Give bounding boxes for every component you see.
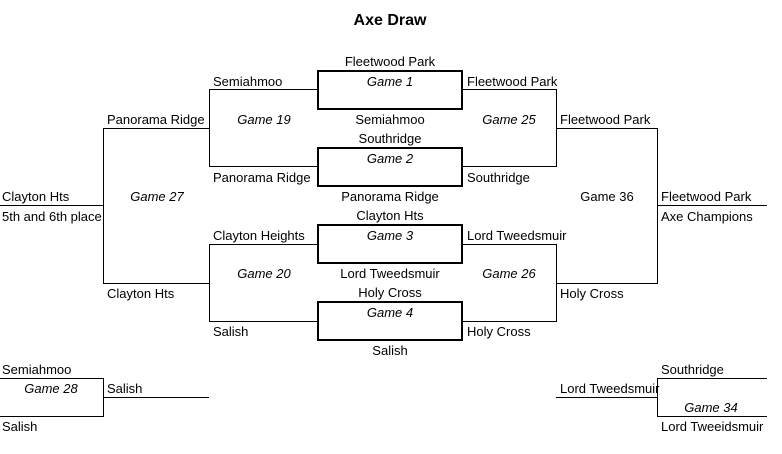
game-1-top-team: Fleetwood Park xyxy=(344,54,436,69)
game-19-label: Game 19 xyxy=(237,112,291,127)
game-25-label: Game 25 xyxy=(482,112,536,127)
bracket-line xyxy=(0,205,103,206)
bracket-line xyxy=(209,166,318,167)
bracket-line xyxy=(0,378,103,379)
bracket-line xyxy=(209,244,210,322)
game-36-winner: Fleetwood Park xyxy=(661,189,752,204)
game-1-label: Game 1 xyxy=(366,74,414,89)
bracket-line xyxy=(462,244,556,245)
game-34-bottom-team: Lord Tweeidsmuir xyxy=(661,419,764,434)
game-36-caption: Axe Champions xyxy=(661,209,753,224)
bracket-line xyxy=(0,416,103,417)
game-2-label: Game 2 xyxy=(366,151,414,166)
game-2-bottom-team: Panorama Ridge xyxy=(341,189,439,204)
game-3-right-team: Lord Tweedsmuir xyxy=(467,228,567,243)
game-4-left-team: Salish xyxy=(213,324,249,339)
game-27-caption: 5th and 6th place xyxy=(2,209,102,224)
bracket-line xyxy=(556,283,657,284)
bracket-line xyxy=(556,397,657,398)
game-28-bottom-team: Salish xyxy=(2,419,38,434)
bracket-line xyxy=(462,89,556,90)
game-20-winner: Clayton Hts xyxy=(107,286,175,301)
game-1-box xyxy=(317,70,463,110)
game-2-top-team: Southridge xyxy=(358,131,422,146)
game-3-bottom-team: Lord Tweedsmuir xyxy=(340,266,440,281)
game-34-label: Game 34 xyxy=(684,400,738,415)
bracket-line xyxy=(657,128,658,284)
game-4-label: Game 4 xyxy=(366,305,414,320)
game-2-left-team: Panorama Ridge xyxy=(213,170,311,185)
game-34-top-team: Southridge xyxy=(661,362,724,377)
game-19-winner: Panorama Ridge xyxy=(107,112,205,127)
game-3-left-team: Clayton Heights xyxy=(213,228,305,243)
bracket-line xyxy=(657,378,767,379)
game-26-label: Game 26 xyxy=(482,266,536,281)
game-3-top-team: Clayton Hts xyxy=(356,208,424,223)
game-34-winner: Lord Tweedsmuir xyxy=(560,381,660,396)
bracket-line xyxy=(209,89,318,90)
game-4-bottom-team: Salish xyxy=(372,343,408,358)
bracket-line xyxy=(657,416,767,417)
bracket-line xyxy=(103,283,209,284)
bracket-line xyxy=(103,397,209,398)
game-4-top-team: Holy Cross xyxy=(358,285,422,300)
game-20-label: Game 20 xyxy=(237,266,291,281)
game-4-right-team: Holy Cross xyxy=(467,324,531,339)
game-2-box xyxy=(317,147,463,187)
bracket-line xyxy=(209,321,318,322)
game-3-label: Game 3 xyxy=(366,228,414,243)
game-27-label: Game 27 xyxy=(130,189,184,204)
bracket-line xyxy=(462,321,556,322)
game-28-top-team: Semiahmoo xyxy=(2,362,72,377)
game-1-left-team: Semiahmoo xyxy=(213,74,283,89)
game-27-winner: Clayton Hts xyxy=(2,189,70,204)
game-28-label: Game 28 xyxy=(24,381,78,396)
bracket-line xyxy=(209,244,318,245)
page-title: Axe Draw xyxy=(353,12,427,29)
bracket-line xyxy=(657,205,767,206)
bracket-line xyxy=(556,128,657,129)
game-36-label: Game 36 xyxy=(580,189,634,204)
bracket-line xyxy=(462,166,556,167)
bracket-line xyxy=(103,128,104,284)
game-1-right-team: Fleetwood Park xyxy=(467,74,558,89)
game-26-winner: Holy Cross xyxy=(560,286,624,301)
game-2-right-team: Southridge xyxy=(467,170,530,185)
game-28-winner: Salish xyxy=(107,381,143,396)
game-3-box xyxy=(317,224,463,264)
game-1-bottom-team: Semiahmoo xyxy=(355,112,425,127)
bracket-line xyxy=(209,89,210,167)
game-4-box xyxy=(317,301,463,341)
bracket-line xyxy=(657,378,658,417)
game-25-winner: Fleetwood Park xyxy=(560,112,651,127)
bracket-line xyxy=(103,128,209,129)
